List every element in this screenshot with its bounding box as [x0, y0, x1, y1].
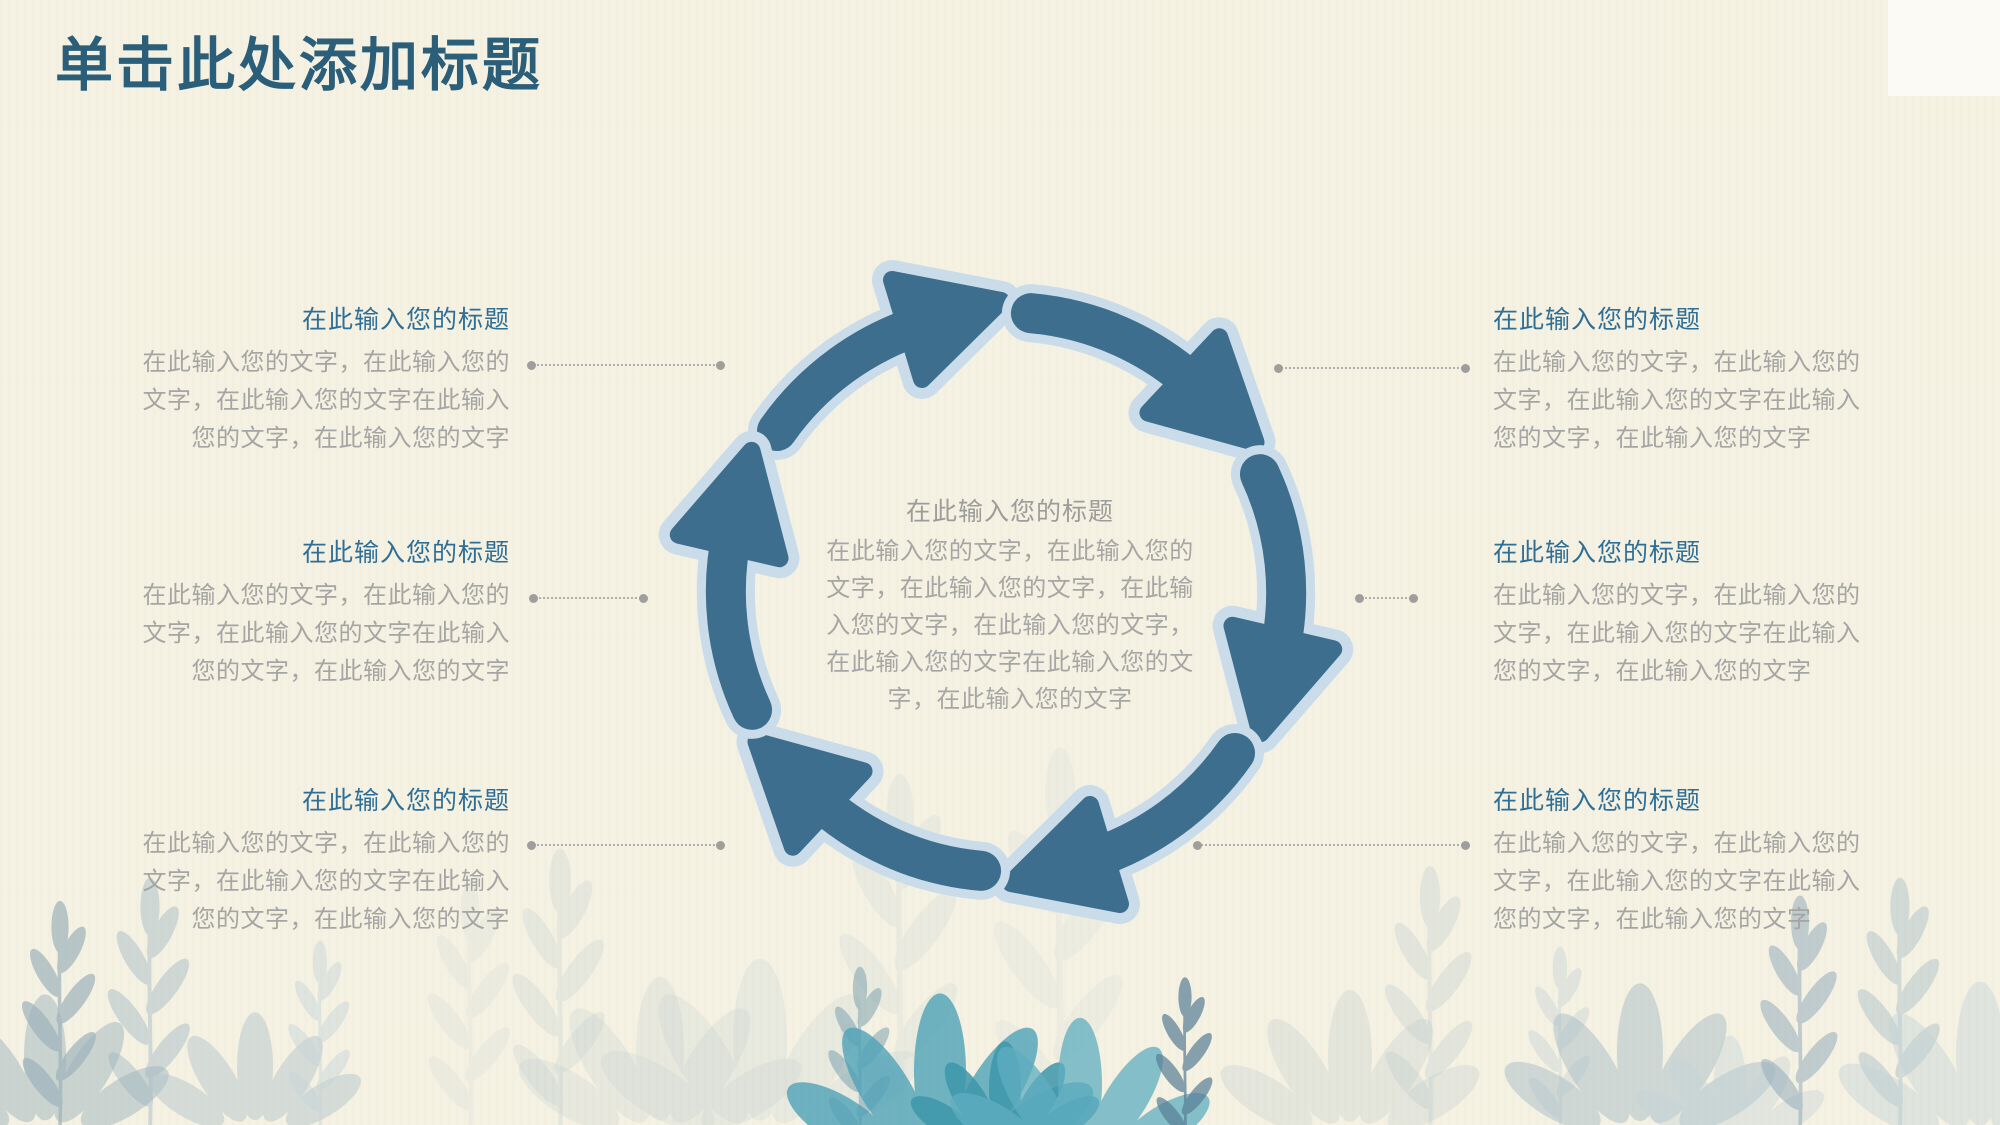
item-title[interactable]: 在此输入您的标题 [1493, 539, 1702, 567]
slide-title[interactable]: 单击此处添加标题 [55, 33, 544, 98]
cycle-center-text[interactable]: 在此输入您的标题 在此输入您的文字，在此输入您的 文字，在此输入您的文字，在此输… [790, 493, 1230, 718]
connector-right-top [1274, 364, 1470, 373]
item-title[interactable]: 在此输入您的标题 [1493, 787, 1702, 815]
item-body[interactable]: 在此输入您的文字，在此输入您的 文字，在此输入您的文字在此输入 您的文字，在此输… [142, 582, 510, 685]
item-body[interactable]: 在此输入您的文字，在此输入您的 文字，在此输入您的文字在此输入 您的文字，在此输… [142, 349, 510, 452]
item-right-top[interactable]: 在此输入您的标题 在此输入您的文字，在此输入您的 文字，在此输入您的文字在此输入… [1493, 300, 1893, 458]
cycle-arrow-1 [777, 280, 1001, 431]
center-body[interactable]: 在此输入您的文字，在此输入您的 文字，在此输入您的文字，在此输 入您的文字，在此… [826, 538, 1194, 713]
connector-left-middle [529, 594, 648, 603]
connector-right-bottom [1193, 841, 1470, 850]
item-title[interactable]: 在此输入您的标题 [301, 539, 510, 567]
cycle-arrow-2 [1031, 238, 1274, 507]
item-left-top[interactable]: 在此输入您的标题 在此输入您的文字，在此输入您的 文字，在此输入您的文字在此输入… [110, 300, 510, 458]
connector-right-middle [1355, 594, 1418, 603]
item-title[interactable]: 在此输入您的标题 [1493, 306, 1702, 334]
item-right-middle[interactable]: 在此输入您的标题 在此输入您的文字，在此输入您的 文字，在此输入您的文字在此输入… [1493, 533, 1893, 691]
center-title[interactable]: 在此输入您的标题 [905, 498, 1114, 526]
connector-left-bottom [527, 841, 725, 850]
connector-left-top [527, 361, 725, 370]
item-body[interactable]: 在此输入您的文字，在此输入您的 文字，在此输入您的文字在此输入 您的文字，在此输… [1493, 582, 1861, 685]
item-left-middle[interactable]: 在此输入您的标题 在此输入您的文字，在此输入您的 文字，在此输入您的文字在此输入… [110, 533, 510, 691]
item-title[interactable]: 在此输入您的标题 [301, 306, 510, 334]
item-body[interactable]: 在此输入您的文字，在此输入您的 文字，在此输入您的文字在此输入 您的文字，在此输… [1493, 349, 1861, 452]
item-right-bottom[interactable]: 在此输入您的标题 在此输入您的文字，在此输入您的 文字，在此输入您的文字在此输入… [1493, 781, 1893, 939]
item-body[interactable]: 在此输入您的文字，在此输入您的 文字，在此输入您的文字在此输入 您的文字，在此输… [142, 830, 510, 933]
corner-highlight [1888, 0, 2000, 96]
item-left-bottom[interactable]: 在此输入您的标题 在此输入您的文字，在此输入您的 文字，在此输入您的文字在此输入… [110, 781, 510, 939]
item-body[interactable]: 在此输入您的文字，在此输入您的 文字，在此输入您的文字在此输入 您的文字，在此输… [1493, 830, 1861, 933]
item-title[interactable]: 在此输入您的标题 [301, 787, 510, 815]
cycle-arrow-4 [1011, 753, 1235, 904]
